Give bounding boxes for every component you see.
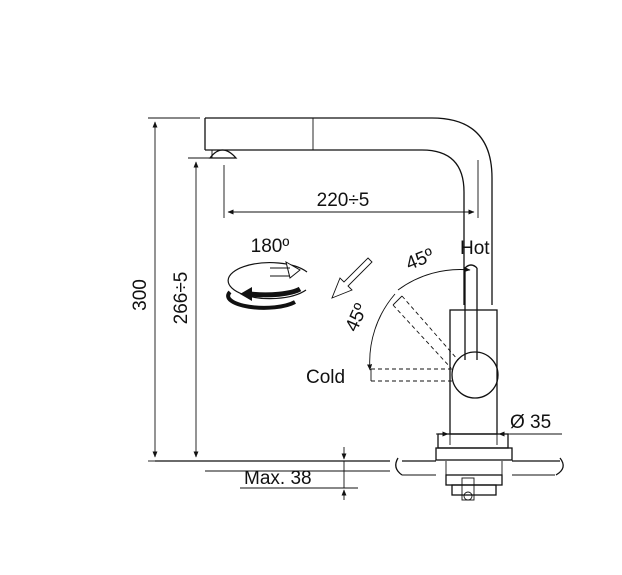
hot-angle-label: 45º [403, 245, 437, 275]
cold-angle-label: 45º [342, 301, 373, 335]
spout-reach-label: 220÷5 [317, 190, 370, 211]
countertop [155, 457, 564, 501]
dimension-spout-height: 266÷5 [171, 157, 212, 458]
faucet-body [435, 264, 513, 461]
dimension-base-diameter: Ø 35 [436, 412, 562, 445]
dimension-spout-reach: 220÷5 [223, 160, 479, 218]
dimension-total-height: 300 [130, 117, 200, 462]
lever-mid-position [392, 295, 459, 369]
base-diameter-label: Ø 35 [510, 412, 551, 433]
total-height-label: 300 [130, 279, 151, 311]
swivel-angle-label: 180º [251, 236, 290, 257]
spout-height-label: 266÷5 [171, 272, 192, 325]
dimension-max-thickness: Max. 38 [240, 447, 358, 500]
faucet-spout [204, 117, 493, 305]
lever-hub [451, 351, 499, 399]
lever-direction-arrow-icon [331, 257, 373, 299]
swivel-indicator: 180º [226, 236, 308, 310]
hot-label: Hot [460, 238, 490, 259]
cold-label: Cold [306, 367, 345, 388]
lever-cold-position [370, 368, 452, 382]
max-thickness-label: Max. 38 [244, 468, 312, 489]
